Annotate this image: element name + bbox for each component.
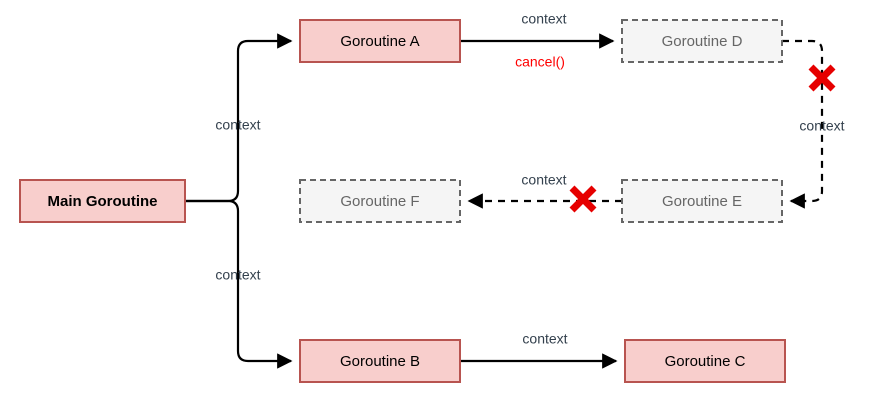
cross-icon-d-to-e [808,64,836,92]
node-box-main-goroutine [19,179,186,223]
edge-goroutine-e-to-goroutine-f: context [467,172,622,213]
edge-label-a-to-d: context [521,11,566,27]
edge-goroutine-a-to-goroutine-d: context cancel() [460,11,615,70]
edge-label-d-to-e: context [799,118,844,134]
node-label-goroutine-f: Goroutine F [340,193,419,210]
edge-main-to-goroutine-a: context [185,33,293,203]
node-box-goroutine-a [299,19,461,63]
edge-label-b-to-c: context [522,331,567,347]
node-main-goroutine[interactable]: Main Goroutine [19,179,186,223]
node-goroutine-d[interactable]: Goroutine D [621,19,783,63]
edge-label-main-to-a: context [215,117,260,133]
node-label-goroutine-b: Goroutine B [340,353,420,370]
edge-goroutine-d-to-goroutine-e: context [782,39,845,209]
node-goroutine-a[interactable]: Goroutine A [299,19,461,63]
node-label-goroutine-e: Goroutine E [662,193,742,210]
node-box-goroutine-d [621,19,783,63]
node-label-goroutine-c: Goroutine C [665,353,746,370]
node-goroutine-e[interactable]: Goroutine E [621,179,783,223]
node-box-goroutine-f [299,179,461,223]
edge-main-to-goroutine-b: context [185,199,293,369]
node-goroutine-c[interactable]: Goroutine C [624,339,786,383]
edge-line-d-to-e [782,39,824,209]
edge-line-main-to-b [185,199,293,369]
cross-icon-e-to-f [569,185,597,213]
node-label-goroutine-a: Goroutine A [340,33,419,50]
node-goroutine-b[interactable]: Goroutine B [299,339,461,383]
edge-label-e-to-f: context [521,172,566,188]
node-label-goroutine-d: Goroutine D [662,33,743,50]
node-box-goroutine-e [621,179,783,223]
edge-label-cancel-call: cancel() [515,54,565,70]
edge-goroutine-b-to-goroutine-c: context [460,331,618,369]
edge-label-main-to-b: context [215,267,260,283]
node-box-goroutine-b [299,339,461,383]
node-box-goroutine-c [624,339,786,383]
node-goroutine-f[interactable]: Goroutine F [299,179,461,223]
node-label-main-goroutine: Main Goroutine [48,193,158,210]
